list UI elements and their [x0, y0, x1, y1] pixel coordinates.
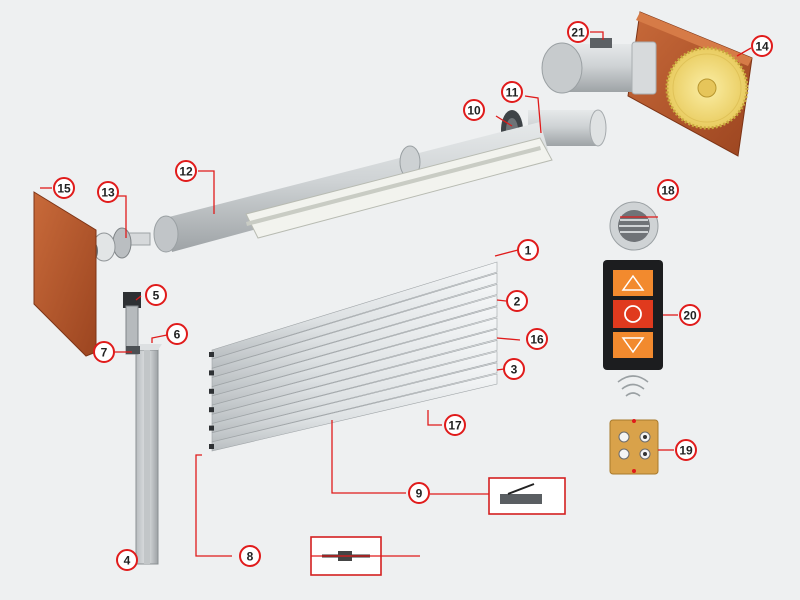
slat-curtain [209, 261, 498, 452]
callout-16: 16 [526, 328, 548, 350]
callout-18: 18 [657, 179, 679, 201]
wall-control-panel [603, 260, 663, 370]
gear-wheel [665, 46, 749, 130]
callout-circle [657, 179, 679, 201]
callout-number: 3 [511, 363, 518, 377]
spring-clip-detail-box [488, 477, 566, 515]
callout-circle [145, 284, 167, 306]
callout-number: 15 [57, 182, 71, 196]
signal-waves-icon [617, 375, 649, 397]
slat [211, 317, 498, 406]
callout-4: 4 [116, 549, 138, 571]
callout-number: 17 [448, 419, 462, 433]
callout-1: 1 [517, 239, 539, 261]
callout-11: 11 [501, 81, 523, 103]
callout-number: 10 [467, 104, 481, 118]
slat-end-lock [209, 352, 214, 357]
callout-20: 20 [679, 304, 701, 326]
callout-circle [175, 160, 197, 182]
callout-2: 2 [506, 290, 528, 312]
callout-circle [501, 81, 523, 103]
down-arrow-icon[interactable] [621, 337, 645, 354]
callout-15: 15 [53, 177, 75, 199]
callout-number: 6 [174, 328, 181, 342]
callout-circle [506, 290, 528, 312]
callout-circle [53, 177, 75, 199]
callout-number: 9 [416, 487, 423, 501]
callout-circle [675, 439, 697, 461]
callout-circle [517, 239, 539, 261]
callout-circle [567, 21, 589, 43]
callout-6: 6 [166, 323, 188, 345]
callout-number: 18 [661, 184, 675, 198]
callout-number: 1 [525, 244, 532, 258]
wall-switch-round [609, 201, 659, 251]
callout-circle [116, 549, 138, 571]
slat [211, 272, 498, 369]
rail-brush-insert [126, 346, 140, 354]
callout-circle [408, 482, 430, 504]
callout-number: 12 [179, 165, 193, 179]
slat-end-lock [209, 370, 214, 376]
callout-17: 17 [444, 414, 466, 436]
callout-5: 5 [145, 284, 167, 306]
slat-end-lock [209, 425, 214, 431]
callout-circle [239, 545, 261, 567]
callout-9: 9 [408, 482, 430, 504]
callout-circle [444, 414, 466, 436]
callout-14: 14 [751, 35, 773, 57]
callout-number: 7 [101, 346, 108, 360]
callout-number: 4 [124, 554, 131, 568]
up-arrow-icon[interactable] [621, 274, 645, 291]
slat [211, 295, 498, 387]
callout-number: 2 [514, 295, 521, 309]
slat [211, 362, 498, 443]
callout-21: 21 [567, 21, 589, 43]
callout-13: 13 [97, 181, 119, 203]
callout-number: 5 [153, 289, 160, 303]
callout-10: 10 [463, 99, 485, 121]
remote-control [609, 419, 659, 475]
callout-number: 8 [247, 550, 254, 564]
callout-number: 13 [101, 186, 115, 200]
callout-8: 8 [239, 545, 261, 567]
callout-19: 19 [675, 439, 697, 461]
slat-fixing-band [245, 137, 553, 239]
callout-7: 7 [93, 341, 115, 363]
callout-number: 19 [679, 444, 693, 458]
callout-circle [526, 328, 548, 350]
callout-circle [679, 304, 701, 326]
tubular-motor [541, 38, 657, 95]
guide-rail [135, 344, 162, 565]
callout-circle [751, 35, 773, 57]
callout-12: 12 [175, 160, 197, 182]
slat-end-lock [209, 407, 214, 413]
callout-number: 20 [683, 309, 697, 323]
callout-circle [97, 181, 119, 203]
callout-number: 11 [506, 86, 519, 100]
callout-circle [463, 99, 485, 121]
stop-circle-icon[interactable] [624, 305, 642, 323]
callout-number: 21 [571, 26, 585, 40]
bearing-end-cap [88, 227, 151, 262]
callout-number: 16 [530, 333, 544, 347]
callout-circle [93, 341, 115, 363]
slat [211, 340, 498, 424]
rail-top-bracket [123, 292, 141, 355]
slat-end-lock [209, 444, 214, 449]
callout-circle [503, 358, 525, 380]
side-bracket-plate-left [33, 191, 97, 357]
callout-circle [166, 323, 188, 345]
leader-lines [40, 31, 752, 557]
callout-number: 14 [755, 40, 769, 54]
callout-3: 3 [503, 358, 525, 380]
slat-end-lock [209, 388, 214, 394]
